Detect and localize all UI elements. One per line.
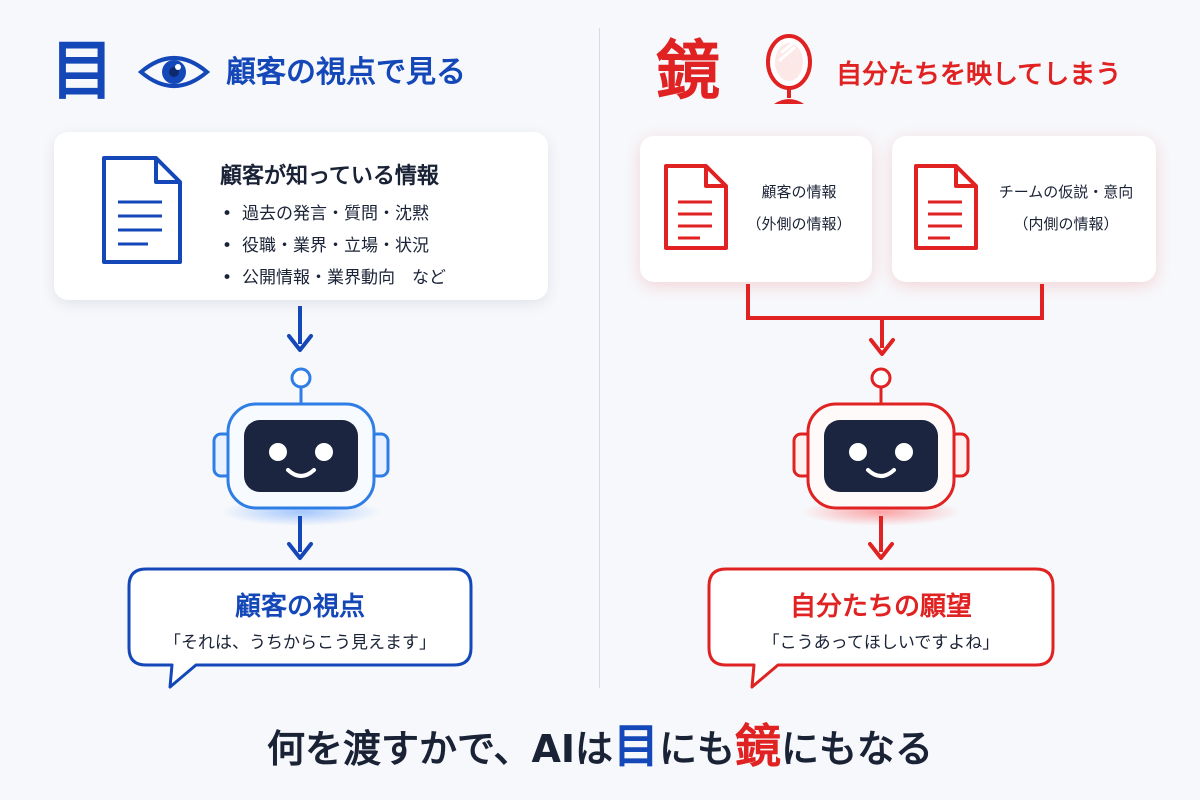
conclusion-eye-kanji: 目 <box>613 719 659 773</box>
arrow-down-icon <box>287 306 313 352</box>
info-item: 過去の発言・質問・沈黙 <box>222 198 446 230</box>
speech-bubble <box>707 567 1055 689</box>
info-item: 役職・業界・立場・状況 <box>222 230 446 262</box>
left-heading: 顧客の視点で見る <box>226 55 466 90</box>
info-list: 過去の発言・質問・沈黙 役職・業界・立場・状況 公開情報・業界動向 など <box>222 198 446 294</box>
robot-icon <box>212 367 390 526</box>
robot-icon <box>792 367 970 526</box>
arrow-down-icon <box>287 516 313 560</box>
info-title: 顧客が知っている情報 <box>220 164 439 189</box>
conclusion-part: にもなる <box>781 727 934 771</box>
merge-connector <box>746 284 1044 356</box>
conclusion-mirror-kanji: 鏡 <box>735 719 782 773</box>
card-line: （外側の情報） <box>746 215 852 233</box>
bubble-subtitle: 「それは、うちからこう見えます」 <box>164 633 436 653</box>
document-icon <box>102 156 182 264</box>
info-item: 公開情報・業界動向 など <box>222 262 446 294</box>
bubble-title: 自分たちの願望 <box>789 592 972 622</box>
card-line: （内側の情報） <box>1013 215 1119 233</box>
bubble-subtitle: 「こうあってほしいですよね」 <box>762 633 1000 653</box>
right-heading: 自分たちを映してしまう <box>836 60 1122 90</box>
mirror-icon <box>766 34 812 104</box>
conclusion-part: 何を渡すかで、AIは <box>266 727 613 771</box>
conclusion: 何を渡すかで、AIは目にも鏡にもなる <box>0 710 1200 776</box>
document-icon <box>914 164 978 250</box>
conclusion-part: にも <box>659 727 736 771</box>
speech-bubble <box>127 567 473 689</box>
mirror-kanji: 鏡 <box>656 35 720 109</box>
document-icon <box>664 164 728 250</box>
card-line: 顧客の情報 <box>761 183 837 201</box>
eye-kanji: 目 <box>50 35 114 109</box>
card-line: チームの仮説・意向 <box>998 183 1134 201</box>
center-divider <box>599 28 600 688</box>
arrow-down-icon <box>868 516 894 560</box>
eye-icon <box>138 56 210 88</box>
bubble-title: 顧客の視点 <box>234 592 365 622</box>
